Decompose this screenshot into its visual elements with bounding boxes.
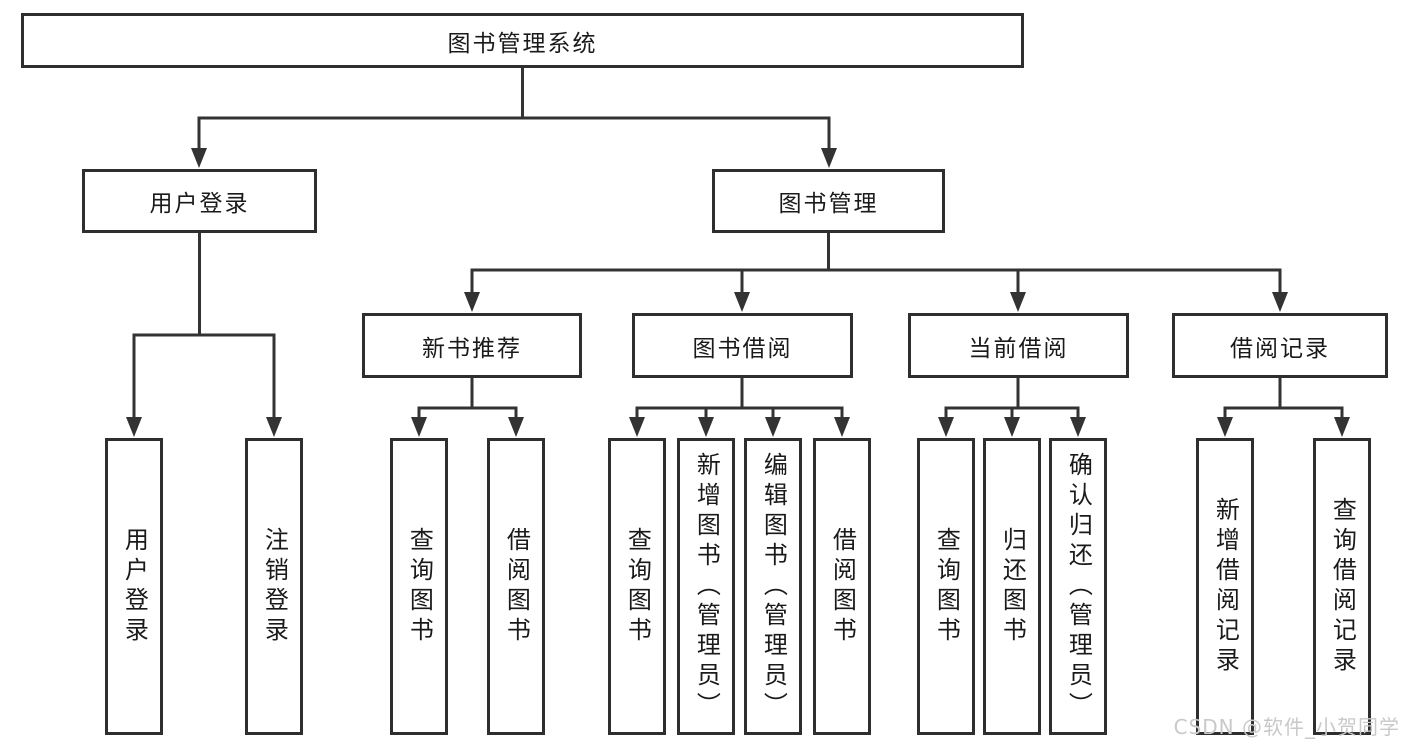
leaf-edit-books-admin-label: 编辑图书（管理员） [759, 451, 788, 722]
leaf-user-login: 用户登录 [105, 438, 163, 735]
node-library-management-system: 图书管理系统 [21, 13, 1024, 68]
leaf-add-borrow-record: 新增借阅记录 [1196, 438, 1254, 735]
leaf-confirm-return-admin: 确认归还（管理员） [1049, 438, 1107, 735]
leaf-return-books: 归还图书 [983, 438, 1041, 735]
watermark-text: CSDN @软件_小贺同学 [1173, 715, 1400, 739]
node-user-login: 用户登录 [82, 169, 317, 233]
leaf-query-borrow-record-label: 查询借阅记录 [1328, 496, 1357, 677]
node-new-book-recommendation: 新书推荐 [362, 313, 582, 378]
leaf-add-borrow-record-label: 新增借阅记录 [1211, 496, 1240, 677]
leaf-query-books-borrowing-label: 查询图书 [623, 526, 652, 647]
leaf-edit-books-admin: 编辑图书（管理员） [744, 438, 802, 735]
leaf-borrow-books-borrowing: 借阅图书 [813, 438, 871, 735]
leaf-return-books-label: 归还图书 [998, 526, 1027, 647]
leaf-query-books-current-label: 查询图书 [932, 526, 961, 647]
leaf-query-books-borrowing: 查询图书 [608, 438, 666, 735]
leaf-confirm-return-admin-label: 确认归还（管理员） [1064, 451, 1093, 722]
leaf-user-login-label: 用户登录 [120, 526, 149, 647]
leaf-query-books-recommend: 查询图书 [390, 438, 448, 735]
node-book-management: 图书管理 [712, 169, 945, 233]
node-borrowing-records: 借阅记录 [1172, 313, 1388, 378]
leaf-borrow-books-recommend: 借阅图书 [487, 438, 545, 735]
leaf-borrow-books-recommend-label: 借阅图书 [502, 526, 531, 647]
leaf-borrow-books-borrowing-label: 借阅图书 [828, 526, 857, 647]
leaf-query-books-current: 查询图书 [917, 438, 975, 735]
leaf-query-borrow-record: 查询借阅记录 [1313, 438, 1371, 735]
leaf-add-books-admin-label: 新增图书（管理员） [692, 451, 721, 722]
leaf-logout: 注销登录 [245, 438, 303, 735]
node-book-borrowing: 图书借阅 [632, 313, 853, 378]
node-current-borrowing: 当前借阅 [908, 313, 1129, 378]
leaf-logout-label: 注销登录 [260, 526, 289, 647]
leaf-query-books-recommend-label: 查询图书 [405, 526, 434, 647]
leaf-add-books-admin: 新增图书（管理员） [677, 438, 735, 735]
